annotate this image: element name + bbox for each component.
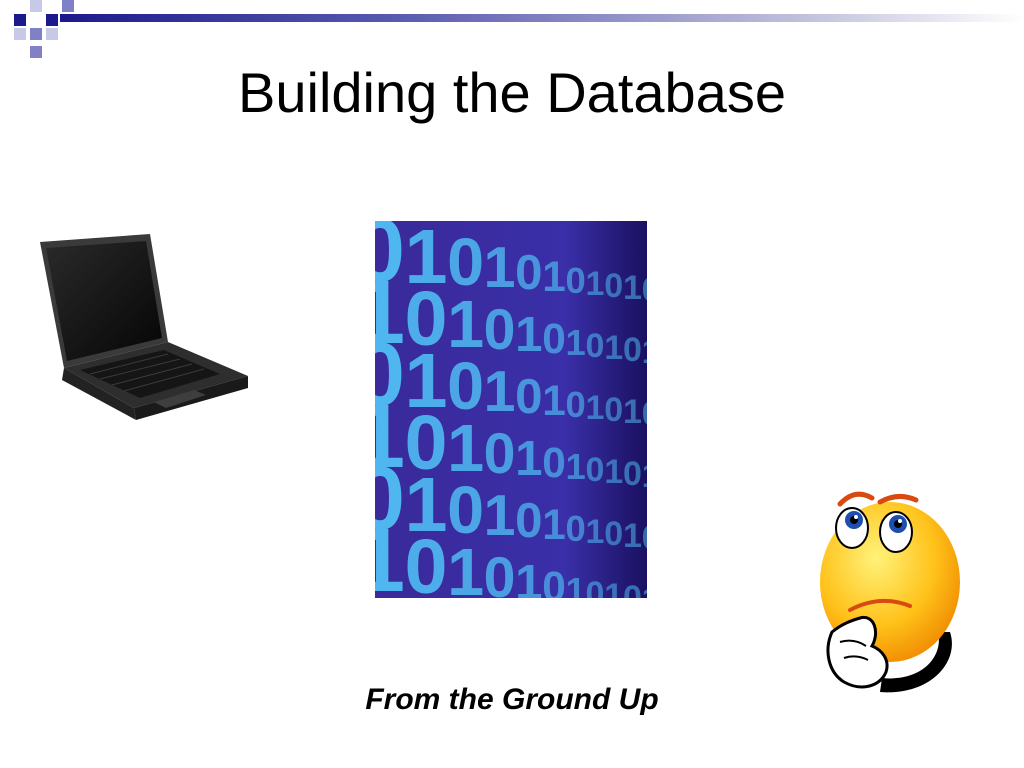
binary-digit: 0	[642, 395, 647, 433]
binary-digit: 1	[623, 517, 642, 555]
binary-digit: 1	[375, 263, 405, 363]
corner-square	[30, 0, 42, 12]
corner-square	[30, 46, 42, 58]
binary-digit: 1	[586, 265, 605, 303]
binary-digit: 1	[586, 389, 605, 427]
binary-digit: 0	[447, 474, 484, 548]
binary-digit: 1	[447, 288, 484, 362]
corner-square	[30, 28, 42, 40]
binary-digit: 0	[484, 546, 516, 598]
binary-digit: 1	[484, 236, 516, 300]
binary-digit: 0	[484, 298, 516, 362]
binary-digit: 0	[586, 575, 605, 598]
binary-digit: 1	[515, 555, 542, 598]
binary-digit: 0	[484, 422, 516, 486]
header-gradient-bar	[60, 14, 1024, 22]
binary-digit: 1	[604, 577, 623, 598]
binary-digit: 0	[566, 508, 586, 549]
binary-digit: 1	[447, 536, 484, 598]
binary-digit: 0	[623, 455, 642, 493]
binary-digit: 1	[542, 253, 566, 300]
binary-digit: 1	[515, 431, 542, 486]
binary-digit: 1	[484, 484, 516, 548]
header-decoration	[0, 0, 1024, 62]
binary-digit: 0	[642, 271, 647, 309]
binary-digit: 1	[375, 387, 405, 487]
binary-digit: 0	[642, 519, 647, 557]
binary-digit: 0	[604, 515, 623, 553]
binary-code-image: 0101010101011010101010100101010101011010…	[375, 221, 647, 598]
slide-title: Building the Database	[238, 61, 786, 124]
binary-digit: 1	[623, 269, 642, 307]
binary-digit: 0	[623, 331, 642, 369]
binary-digit: 1	[515, 307, 542, 362]
binary-digit: 0	[405, 524, 448, 598]
binary-digit: 0	[515, 493, 542, 548]
binary-digit: 0	[542, 315, 566, 362]
corner-square	[14, 14, 26, 26]
binary-digit: 1	[566, 570, 586, 598]
binary-digit: 0	[542, 439, 566, 486]
binary-digit: 0	[586, 327, 605, 365]
binary-digit: 1	[642, 333, 647, 371]
binary-digit: 0	[604, 267, 623, 305]
binary-digit: 0	[623, 579, 642, 598]
binary-digit: 0	[586, 451, 605, 489]
binary-digit: 1	[375, 511, 405, 598]
binary-digit: 0	[447, 350, 484, 424]
binary-digit: 1	[405, 462, 448, 548]
binary-digit: 1	[447, 412, 484, 486]
binary-digit: 1	[604, 329, 623, 367]
slide-subtitle: From the Ground Up	[365, 683, 659, 716]
binary-digit: 0	[405, 400, 448, 486]
binary-digit: 1	[642, 457, 647, 495]
binary-digit: 1	[586, 513, 605, 551]
binary-digit: 1	[604, 453, 623, 491]
binary-digit: 1	[566, 446, 586, 487]
binary-digit: 0	[447, 226, 484, 300]
binary-digit: 1	[566, 322, 586, 363]
binary-digit: 0	[566, 260, 586, 301]
laptop-icon	[40, 234, 248, 420]
corner-square	[62, 0, 74, 12]
binary-digit: 0	[375, 449, 405, 549]
corner-square	[46, 14, 58, 26]
thinking-smiley-icon	[820, 491, 960, 693]
binary-digit: 0	[515, 245, 542, 300]
binary-digit: 0	[566, 384, 586, 425]
binary-digit: 0	[604, 391, 623, 429]
binary-digit: 1	[405, 221, 448, 300]
binary-digit: 1	[642, 581, 647, 598]
binary-digit: 0	[515, 369, 542, 424]
binary-digit: 0	[542, 563, 566, 598]
binary-digit: 1	[405, 338, 448, 424]
corner-square	[14, 28, 26, 40]
binary-digit: 1	[542, 377, 566, 424]
binary-digit: 1	[623, 393, 642, 431]
binary-digit: 1	[542, 501, 566, 548]
binary-digit: 0	[375, 221, 405, 301]
binary-digit: 0	[405, 276, 448, 362]
binary-digit: 1	[484, 360, 516, 424]
corner-square	[46, 28, 58, 40]
binary-digit: 0	[375, 325, 405, 425]
